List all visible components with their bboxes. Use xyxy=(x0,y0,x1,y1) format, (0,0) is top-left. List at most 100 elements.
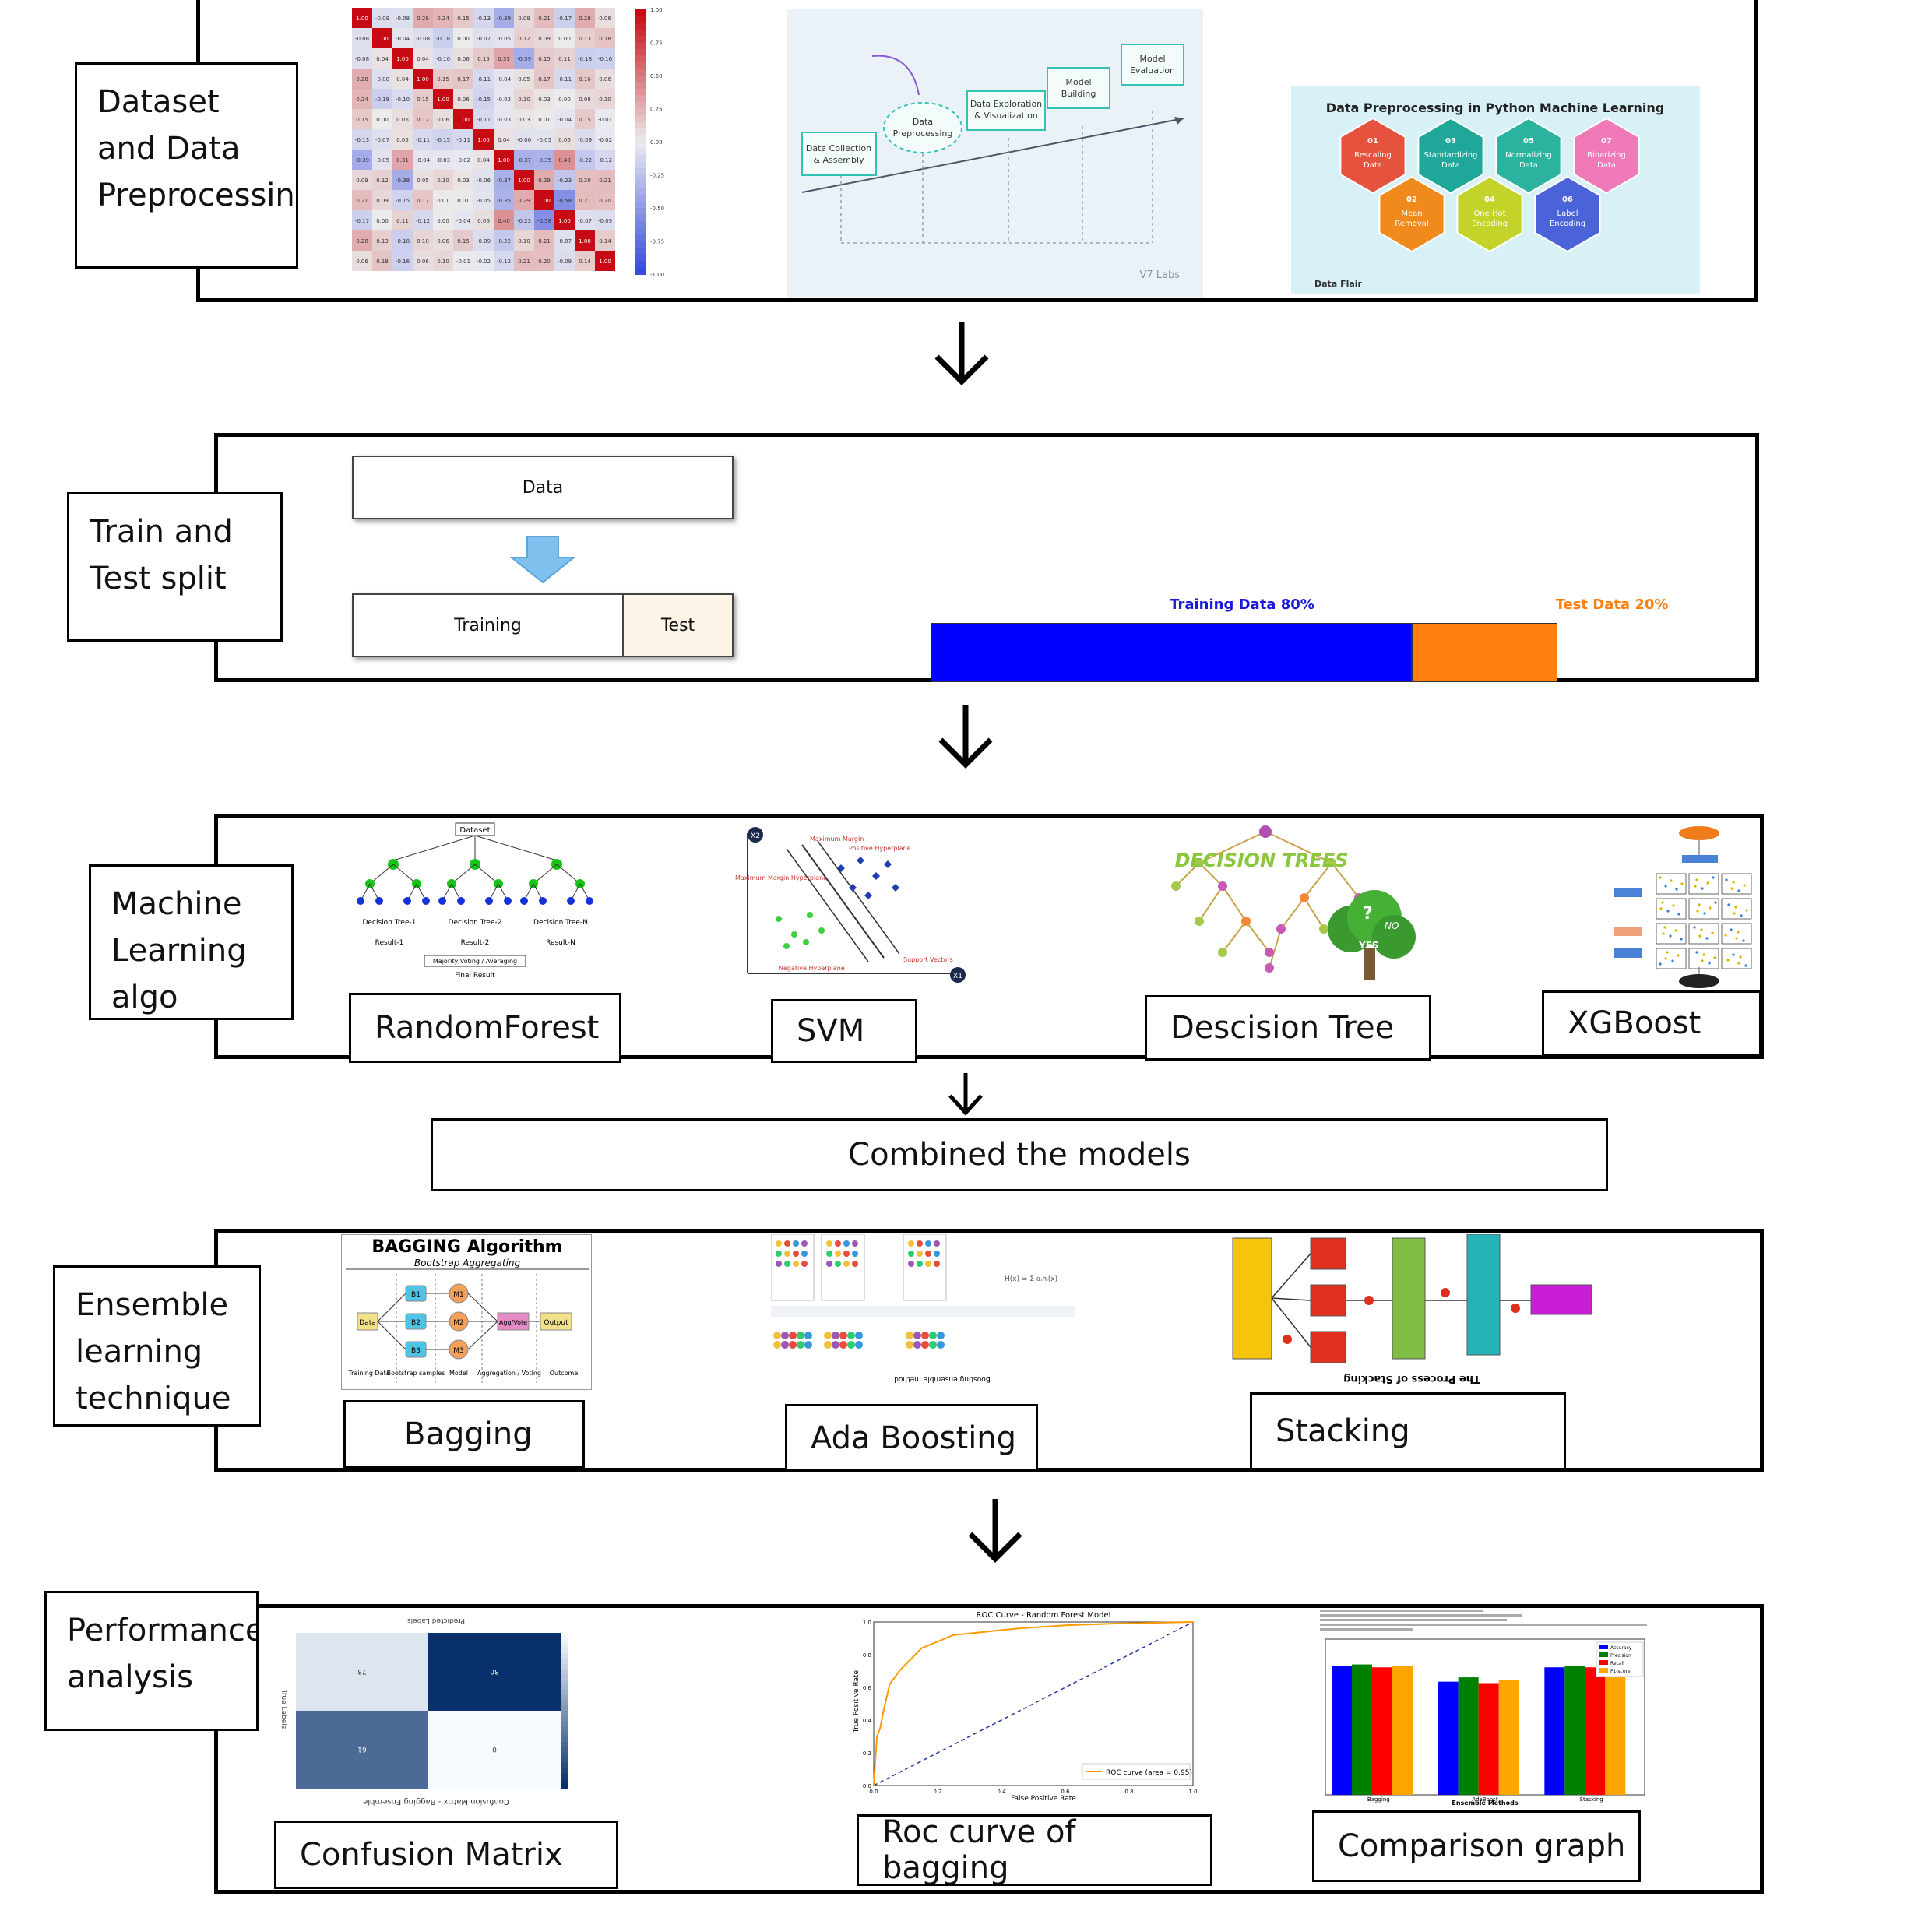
xgb-dot xyxy=(1661,901,1664,904)
ada-dot xyxy=(826,1261,832,1267)
cmp-legend-label: Accuracy xyxy=(1610,1645,1632,1651)
heatmap-cell-value: -0.01 xyxy=(598,117,612,123)
heatmap-cell-value: 0.04 xyxy=(376,56,389,62)
ada-dot xyxy=(826,1251,832,1257)
heatmap-cell xyxy=(514,48,534,69)
cm-colorbar-segment xyxy=(561,1669,568,1676)
heatmap-cell-value: 0.21 xyxy=(538,16,551,22)
heatmap-cell-value: 0.12 xyxy=(518,36,530,42)
heatmap-cell-value: -0.05 xyxy=(497,36,511,42)
heatmap-cell xyxy=(473,170,494,190)
heatmap-cell xyxy=(554,8,575,28)
heatmap-cell-value: 0.18 xyxy=(599,36,611,42)
heatmap-cell xyxy=(514,150,534,170)
hex-label-line: Data xyxy=(1364,161,1382,170)
train-bar xyxy=(931,623,1412,682)
bag-edge xyxy=(377,1293,406,1322)
cmp-legend-label: F1-score xyxy=(1610,1669,1631,1674)
heatmap-cell-value: 0.24 xyxy=(356,97,368,103)
heatmap-cell xyxy=(595,210,615,230)
heatmap-cell xyxy=(372,109,392,129)
training-box: Training xyxy=(354,595,624,656)
heatmap-cell-value: -0.09 xyxy=(598,218,612,224)
ada-dot xyxy=(835,1251,841,1257)
heatmap-cell xyxy=(413,230,433,251)
xgb-dot xyxy=(1677,954,1680,957)
heatmap-cell-value: 0.20 xyxy=(599,198,611,204)
heatmap-cell-value: 1.00 xyxy=(558,218,571,224)
colorbar-segment xyxy=(635,9,646,17)
cm-cell-value: 30 xyxy=(490,1667,499,1675)
xgb-dot xyxy=(1664,957,1667,960)
heatmap-cell xyxy=(473,28,494,48)
xgb-dot xyxy=(1742,939,1745,942)
heatmap-cell-value: 0.06 xyxy=(599,76,611,83)
xgb-dot xyxy=(1745,909,1748,912)
heatmap-cell xyxy=(413,170,433,190)
bag-edge xyxy=(467,1321,498,1350)
roc-xtick: 0.8 xyxy=(1124,1789,1133,1795)
heatmap-cell-value: 0.00 xyxy=(558,36,571,42)
cmp-bar xyxy=(1392,1666,1413,1795)
heatmap-cell xyxy=(392,129,413,150)
heatmap-cell-value: -0.15 xyxy=(477,97,491,103)
cm-title: Confusion Matrix - Bagging Ensemble xyxy=(363,1797,509,1806)
heatmap-cell-value: -0.08 xyxy=(396,16,410,22)
heatmap-cell xyxy=(413,129,433,150)
rf-edge xyxy=(392,864,417,885)
heatmap-cell xyxy=(433,129,453,150)
dt-svg: DECISION TREES ? NO YES xyxy=(1171,825,1416,980)
ada-dot xyxy=(925,1251,931,1257)
ada-result-dot xyxy=(773,1332,781,1339)
ada-dot xyxy=(793,1261,799,1267)
colorbar-segment xyxy=(635,161,646,169)
ada-dot xyxy=(925,1261,931,1267)
cmp-legend-swatch xyxy=(1599,1645,1608,1649)
xgb-dot xyxy=(1712,876,1715,879)
heatmap-cell-value: -0.23 xyxy=(558,178,572,184)
ada-dot xyxy=(917,1261,923,1267)
ada-dot xyxy=(917,1251,923,1257)
colorbar-segment xyxy=(635,76,646,83)
heatmap-cell xyxy=(413,150,433,170)
cm-cell-value: 0 xyxy=(492,1745,497,1753)
xgb-dot xyxy=(1724,934,1727,937)
heatmap-cell xyxy=(514,190,534,210)
heatmap-cell-value: 0.06 xyxy=(477,218,490,224)
xgb-dot xyxy=(1702,953,1705,956)
ada-dot xyxy=(793,1251,799,1257)
heatmap-cell xyxy=(352,251,372,271)
xgb-dot xyxy=(1698,934,1701,938)
heatmap-cell xyxy=(554,251,575,271)
heatmap-cell-value: -0.03 xyxy=(436,157,450,164)
heatmap-cell-value: -0.18 xyxy=(396,238,410,245)
heatmap-cell-value: 0.06 xyxy=(558,137,571,143)
bagging-subtitle: Bootstrap Aggregating xyxy=(414,1258,521,1268)
cmp-bar xyxy=(1332,1666,1352,1795)
cm-colorbar-segment xyxy=(561,1726,568,1733)
heatmap-cell xyxy=(372,230,392,251)
xgb-dot xyxy=(1695,878,1698,881)
heatmap-cell-value: -0.04 xyxy=(497,76,512,83)
hex-number: 06 xyxy=(1562,195,1573,204)
xgb-dot xyxy=(1680,938,1683,941)
heatmap-cell xyxy=(352,48,372,69)
rf-final: Final Result xyxy=(455,972,495,980)
colorbar-segment xyxy=(635,227,646,235)
heatmap-cell xyxy=(453,69,473,89)
heatmap-cell xyxy=(595,170,615,190)
ada-dot xyxy=(917,1240,923,1247)
heatmap-cell-value: 0.29 xyxy=(417,16,429,22)
colorbar-segment xyxy=(635,214,646,222)
svg-text:Model: Model xyxy=(1139,54,1165,64)
cm-colorbar-segment xyxy=(561,1674,568,1680)
heatmap-cell-value: 1.00 xyxy=(356,16,368,22)
heatmap-cell-value: 0.40 xyxy=(558,157,571,164)
ada-result-dot xyxy=(937,1341,945,1349)
heatmap-cell-value: -0.17 xyxy=(355,218,369,224)
heatmap-cell xyxy=(352,28,372,48)
dataflair-logo: Data Flair xyxy=(1314,279,1363,289)
ada-dot xyxy=(908,1251,914,1257)
